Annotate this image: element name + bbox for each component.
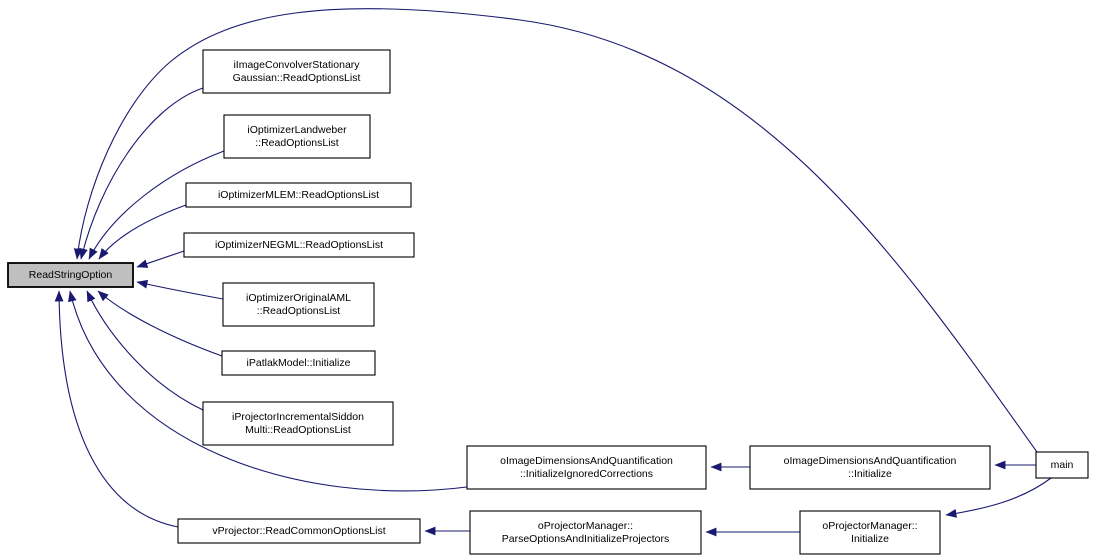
graph-edge-main-to-oProjectorManager-Initialize (945, 477, 1052, 518)
node-label: ParseOptionsAndInitializeProjectors (502, 533, 670, 545)
node-box[interactable] (469, 510, 702, 555)
focused-node-box[interactable] (7, 262, 134, 288)
node-label: iPatlakModel::Initialize (247, 357, 351, 369)
node-box[interactable] (749, 445, 991, 490)
node-label: ::Initialize (848, 468, 892, 480)
node-label: ::InitializeIgnoredCorrections (520, 468, 653, 480)
node-box[interactable] (466, 445, 707, 490)
node-box[interactable] (221, 350, 376, 376)
node-label: oProjectorManager:: (822, 520, 917, 532)
node-box[interactable] (223, 114, 371, 159)
node-label: Multi::ReadOptionsList (245, 424, 351, 436)
node-label: ReadStringOption (29, 269, 113, 281)
graph-node-oImageDimensionsAndQuantification-InitializeIgnoredCorrections[interactable]: oImageDimensionsAndQuantification::Initi… (466, 445, 707, 490)
node-box[interactable] (1035, 451, 1089, 479)
graph-edge-iImageConvolverStationaryGaussian-ReadOptionsList-to-ReadStringOption (79, 87, 204, 260)
node-label: iProjectorIncrementalSiddon (232, 411, 364, 423)
graph-node-vProjector-ReadCommonOptionsList[interactable]: vProjector::ReadCommonOptionsList (177, 518, 421, 544)
node-label: iImageConvolverStationary (233, 59, 360, 71)
node-label: Gaussian::ReadOptionsList (233, 72, 361, 84)
graph-edge-iOptimizerOriginalAML-ReadOptionsList-to-ReadStringOption (136, 279, 224, 300)
graph-node-main[interactable]: main (1035, 451, 1089, 479)
graph-node-ReadStringOption[interactable]: ReadStringOption (7, 262, 134, 288)
node-label: main (1051, 459, 1074, 471)
node-label: iOptimizerNEGML::ReadOptionsList (215, 239, 383, 251)
node-box[interactable] (202, 401, 394, 446)
graph-edge-oImageDimensionsAndQuantification-InitializeIgnoredCorrections-to-ReadStringOption (68, 290, 468, 492)
graph-node-iPatlakModel-Initialize[interactable]: iPatlakModel::Initialize (221, 350, 376, 376)
node-label: ::ReadOptionsList (255, 137, 339, 149)
node-box[interactable] (222, 282, 375, 327)
graph-node-iOptimizerLandweber-ReadOptionsList[interactable]: iOptimizerLandweber::ReadOptionsList (223, 114, 371, 159)
node-box[interactable] (799, 510, 941, 555)
graph-edge-iPatlakModel-Initialize-to-ReadStringOption (97, 290, 223, 357)
graph-node-oProjectorManager-ParseOptionsAndInitializeProjectors[interactable]: oProjectorManager::ParseOptionsAndInitia… (469, 510, 702, 555)
node-label: iOptimizerOriginalAML (246, 292, 351, 304)
node-label: Initialize (851, 533, 889, 545)
node-box[interactable] (202, 49, 391, 94)
graph-edge-iOptimizerMLEM-ReadOptionsList-to-ReadStringOption (98, 204, 187, 260)
node-box[interactable] (185, 182, 412, 208)
graph-node-iOptimizerOriginalAML-ReadOptionsList[interactable]: iOptimizerOriginalAML::ReadOptionsList (222, 282, 375, 327)
edge-layer (54, 8, 1052, 537)
node-label: iOptimizerLandweber (247, 124, 347, 136)
graph-node-iProjectorIncrementalSiddonMulti-ReadOptionsList[interactable]: iProjectorIncrementalSiddonMulti::ReadOp… (202, 401, 394, 446)
graph-edge-iProjectorIncrementalSiddonMulti-ReadOptionsList-to-ReadStringOption (86, 290, 204, 411)
graph-edge-iOptimizerNEGML-ReadOptionsList-to-ReadStringOption (136, 250, 185, 268)
graph-node-oImageDimensionsAndQuantification-Initialize[interactable]: oImageDimensionsAndQuantification::Initi… (749, 445, 991, 490)
graph-node-iImageConvolverStationaryGaussian-ReadOptionsList[interactable]: iImageConvolverStationaryGaussian::ReadO… (202, 49, 391, 94)
node-label: vProjector::ReadCommonOptionsList (212, 525, 385, 537)
graph-edge-vProjector-ReadCommonOptionsList-to-ReadStringOption (54, 290, 179, 528)
graph-node-iOptimizerMLEM-ReadOptionsList[interactable]: iOptimizerMLEM::ReadOptionsList (185, 182, 412, 208)
node-label: oImageDimensionsAndQuantification (784, 455, 957, 467)
node-label: iOptimizerMLEM::ReadOptionsList (218, 189, 379, 201)
graph-edge-main-to-ReadStringOption (73, 8, 1038, 453)
node-box[interactable] (177, 518, 421, 544)
node-label: oProjectorManager:: (538, 520, 633, 532)
graph-node-oProjectorManager-Initialize[interactable]: oProjectorManager::Initialize (799, 510, 941, 555)
node-label: oImageDimensionsAndQuantification (500, 455, 673, 467)
node-layer: ReadStringOption iImageConvolverStationar… (7, 49, 1089, 555)
graph-edge-iOptimizerLandweber-ReadOptionsList-to-ReadStringOption (88, 150, 225, 260)
node-label: ::ReadOptionsList (257, 305, 341, 317)
graph-node-iOptimizerNEGML-ReadOptionsList[interactable]: iOptimizerNEGML::ReadOptionsList (183, 232, 415, 258)
node-box[interactable] (183, 232, 415, 258)
